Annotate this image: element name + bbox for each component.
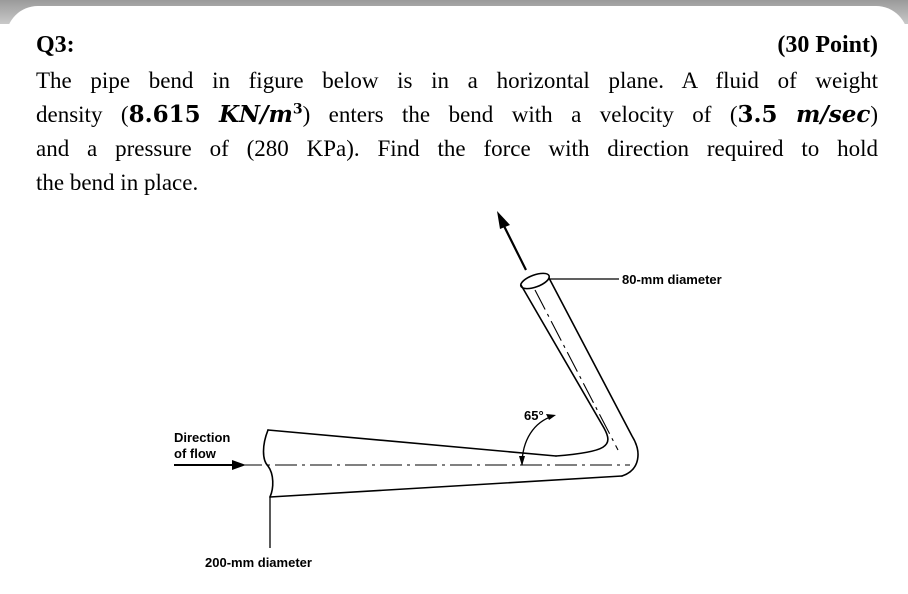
angle-arc	[521, 415, 554, 466]
velocity-value: 3.5	[737, 101, 778, 128]
question-label: Q3:	[36, 32, 75, 58]
line2-middle: ) enters the bend with a velocity of (	[302, 102, 738, 127]
question-line-3: and a pressure of (280 KPa). Find the fo…	[36, 136, 878, 161]
density-exponent: 3	[292, 101, 303, 118]
question-line-4: the bend in place.	[36, 170, 199, 195]
outlet-pipe-end	[519, 272, 551, 290]
inlet-diameter-label: 200-mm diameter	[205, 555, 312, 570]
density-value: 8.615	[128, 101, 201, 128]
angle-arc-arrow-top	[546, 414, 556, 420]
inlet-pipe-end	[262, 429, 274, 498]
flow-label-line-2: of flow	[174, 446, 217, 461]
question-points: (30 Point)	[777, 32, 878, 58]
flow-arrow-head	[232, 460, 246, 470]
angle-label: 65°	[524, 408, 544, 423]
inlet-pipe-top-wall	[267, 429, 557, 457]
force-arrow-shaft	[502, 223, 527, 271]
bend-outer-wall	[548, 277, 639, 477]
question-line-2: density (8.615 KN/m3) enters the bend wi…	[36, 98, 878, 132]
angle-arc-arrow-bottom	[519, 456, 525, 466]
outlet-diameter-label: 80-mm diameter	[622, 272, 722, 287]
question-text: The pipe bend in figure below is in a ho…	[36, 64, 878, 200]
inlet-pipe-bottom-wall	[269, 475, 623, 498]
outlet-centerline	[534, 289, 619, 451]
density-unit: KN/m3	[219, 101, 303, 128]
line2-suffix: )	[870, 102, 879, 127]
question-line-1: The pipe bend in figure below is in a ho…	[36, 68, 878, 93]
line2-prefix: density (	[36, 102, 129, 127]
bend-inner-wall	[520, 284, 609, 457]
page-frame	[6, 6, 908, 594]
flow-label-line-1: Direction	[174, 430, 230, 445]
velocity-unit: m/sec	[796, 101, 871, 128]
force-arrow-head	[497, 211, 510, 229]
